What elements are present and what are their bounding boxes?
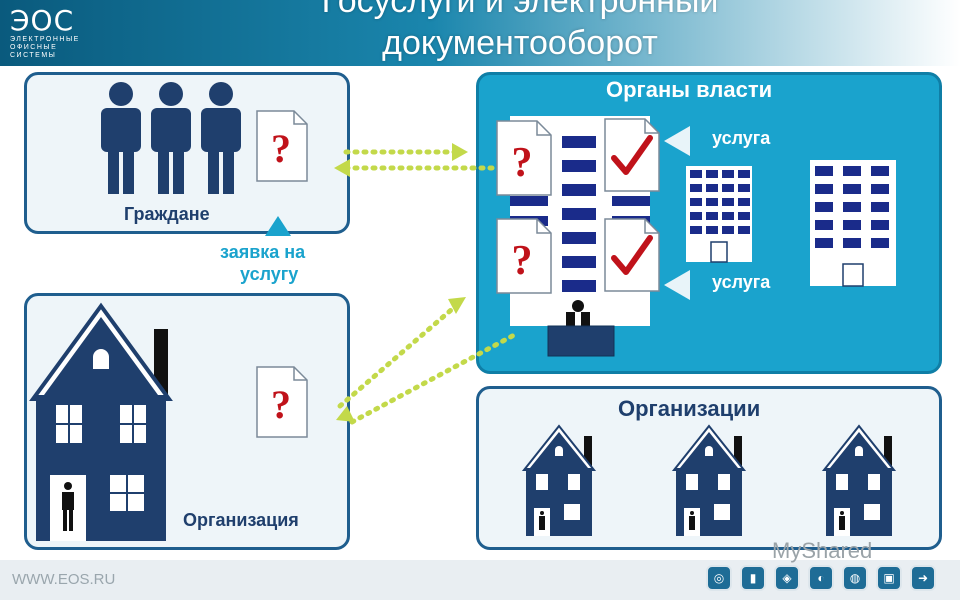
organization-house-icon-1 (521, 424, 597, 536)
pie-icon: ◐ (817, 571, 825, 585)
request-label-line2: услугу (240, 264, 299, 284)
tall-office-building-icon (810, 160, 896, 287)
footer-handshake-button[interactable]: ◈ (774, 565, 800, 591)
watermark-text: MyShared (772, 538, 873, 563)
official-desk-icon (547, 300, 615, 357)
footer-world-button[interactable]: ◍ (842, 565, 868, 591)
service-top-label: услуга (712, 128, 771, 148)
small-office-building-icon (686, 166, 752, 263)
organization-house-icon-3 (821, 424, 897, 536)
authorities-check-document-top-icon (604, 118, 660, 192)
svg-text:?: ? (512, 238, 533, 284)
exit-icon: ➜ (917, 571, 929, 585)
footer-chart-button[interactable]: ▮ (740, 565, 766, 591)
logo-abbr: ЭОС (10, 4, 75, 37)
service-arrow-top-icon (664, 126, 690, 156)
header-bar (0, 0, 960, 66)
footer-bar (0, 560, 960, 600)
footer-exit-button[interactable]: ➜ (910, 565, 936, 591)
page-title: Госуслуги и электронный документооборот (321, 0, 719, 62)
logo-line1: ЭЛЕКТРОННЫЕ (10, 36, 80, 43)
organizations-label: Организации (618, 396, 761, 421)
service-bottom-label: услуга (712, 272, 771, 292)
authorities-check-document-bottom-icon (604, 218, 660, 292)
svg-text:?: ? (271, 382, 291, 427)
footer-card-button[interactable]: ▣ (876, 565, 902, 591)
organization-house-icon (29, 302, 173, 541)
footer-url[interactable]: WWW.EOS.RU (12, 571, 116, 588)
globe-icon: ◎ (713, 571, 725, 585)
authorities-label: Органы власти (606, 77, 773, 102)
world-icon: ◍ (849, 571, 861, 585)
svg-text:?: ? (512, 140, 533, 186)
logo-line2: ОФИСНЫЕ (10, 44, 58, 51)
citizens-request-document-icon: ? (256, 110, 308, 182)
citizens-people-icon (101, 82, 241, 194)
footer-globe-button[interactable]: ◎ (706, 565, 732, 591)
authorities-question-document-bottom-icon: ? (496, 218, 552, 294)
citizens-label: Граждане (124, 204, 210, 224)
svg-text:?: ? (271, 126, 291, 171)
organization-label: Организация (183, 510, 299, 530)
footer-pie-button[interactable]: ◐ (808, 565, 834, 591)
eos-logo: ЭОС ЭЛЕКТРОННЫЕ ОФИСНЫЕ СИСТЕМЫ (10, 6, 80, 60)
service-arrow-bottom-icon (664, 270, 690, 300)
card-icon: ▣ (883, 571, 895, 585)
request-label-line1: заявка на (220, 242, 306, 262)
chart-icon: ▮ (749, 571, 757, 585)
organization-house-icon-2 (671, 424, 747, 536)
logo-line3: СИСТЕМЫ (10, 52, 57, 59)
organization-request-document-icon: ? (256, 366, 308, 438)
handshake-icon: ◈ (782, 571, 792, 585)
arrow-up-icon (265, 216, 291, 236)
authorities-question-document-top-icon: ? (496, 120, 552, 196)
